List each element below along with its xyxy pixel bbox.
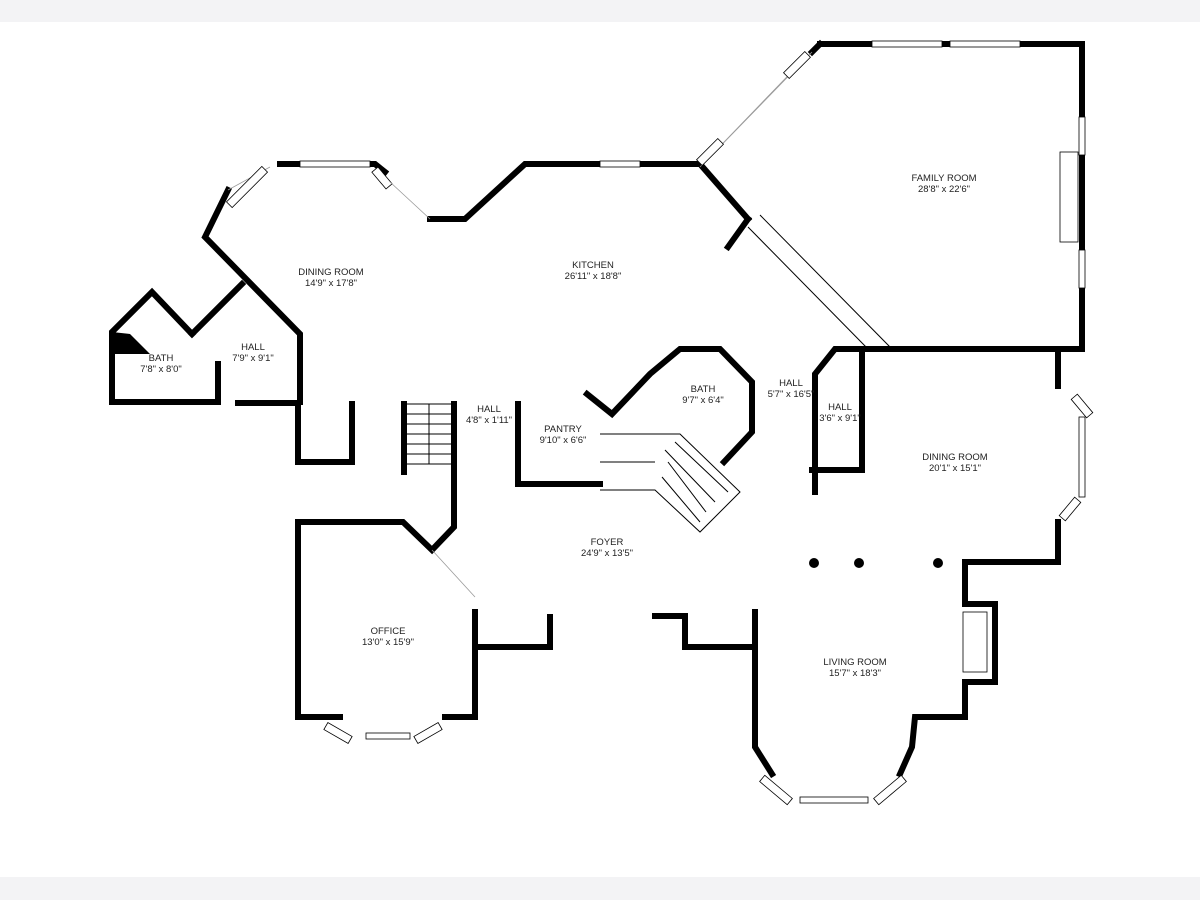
- window: [599, 160, 641, 168]
- office-wall: [442, 609, 478, 720]
- svg-text:DINING ROOM: DINING ROOM: [922, 452, 988, 463]
- living-room-wall-2: [896, 679, 968, 778]
- bath-west-corner: [112, 332, 150, 354]
- hall-east-wall: [809, 346, 865, 495]
- ramp: [759, 214, 891, 348]
- window: [365, 732, 411, 740]
- room-label-bath-center: BATH 9'7" x 6'4": [682, 384, 724, 406]
- window: [962, 611, 988, 673]
- living-room-wall: [752, 644, 777, 779]
- window: [873, 774, 907, 806]
- room-label-bath-west: BATH 7'8" x 8'0": [140, 353, 182, 375]
- window: [323, 721, 353, 745]
- stairs: [403, 214, 891, 533]
- dining-east-wall: [859, 346, 1061, 389]
- room-label-living-room: LIVING ROOM 15'7" x 18'3": [823, 657, 886, 679]
- svg-text:7'9" x 9'1": 7'9" x 9'1": [232, 353, 274, 364]
- window: [1078, 249, 1086, 289]
- columns: [809, 558, 943, 568]
- room-label-office: OFFICE 13'0" x 15'9": [362, 626, 414, 648]
- window: [1070, 393, 1094, 419]
- svg-text:FOYER: FOYER: [591, 537, 624, 548]
- svg-text:DINING ROOM: DINING ROOM: [298, 267, 364, 278]
- svg-text:13'0" x 15'9": 13'0" x 15'9": [362, 637, 414, 648]
- svg-text:BATH: BATH: [691, 384, 716, 395]
- svg-text:9'10" x 6'6": 9'10" x 6'6": [540, 435, 587, 446]
- window: [695, 137, 725, 167]
- window: [759, 774, 793, 806]
- svg-text:14'9" x 17'8": 14'9" x 17'8": [305, 278, 357, 289]
- svg-text:HALL: HALL: [477, 404, 501, 415]
- room-label-dining-room-east: DINING ROOM 20'1" x 15'1": [922, 452, 988, 474]
- svg-text:4'8" x 1'11": 4'8" x 1'11": [466, 415, 512, 426]
- window: [871, 40, 943, 48]
- window: [782, 50, 812, 80]
- svg-text:5'7" x 16'5": 5'7" x 16'5": [768, 389, 815, 400]
- room-label-dining-room-west: DINING ROOM 14'9" x 17'8": [298, 267, 364, 289]
- svg-text:LIVING ROOM: LIVING ROOM: [823, 657, 886, 668]
- bath-west-wall: [109, 287, 221, 405]
- stair-east-wall: [295, 401, 457, 720]
- kitchen-north-wall: [427, 161, 753, 224]
- ramp: [747, 226, 869, 350]
- room-labels: FAMILY ROOM 28'8" x 22'6" KITCHEN 26'11"…: [140, 173, 988, 679]
- room-label-hall-west: HALL 7'9" x 9'1": [232, 342, 274, 364]
- svg-text:HALL: HALL: [779, 378, 803, 389]
- window: [225, 165, 269, 209]
- windows: [225, 40, 1094, 806]
- window: [1078, 116, 1086, 156]
- svg-text:28'8" x 22'6": 28'8" x 22'6": [918, 184, 970, 195]
- dining-east-wall-2: [962, 519, 1061, 685]
- svg-text:BATH: BATH: [149, 353, 174, 364]
- room-label-hall-center: HALL 4'8" x 1'11": [466, 404, 512, 426]
- floor-plan: FAMILY ROOM 28'8" x 22'6" KITCHEN 26'11"…: [109, 39, 1094, 806]
- room-label-hall-east: HALL 5'7" x 16'5": [768, 378, 815, 400]
- svg-text:20'1" x 15'1": 20'1" x 15'1": [929, 463, 981, 474]
- svg-text:FAMILY ROOM: FAMILY ROOM: [911, 173, 976, 184]
- svg-text:OFFICE: OFFICE: [371, 626, 406, 637]
- column: [933, 558, 943, 568]
- dining-west-wall-2: [201, 185, 303, 405]
- svg-text:9'7" x 6'4": 9'7" x 6'4": [682, 395, 724, 406]
- walls: [109, 39, 1085, 779]
- column: [809, 558, 819, 568]
- window: [949, 40, 1021, 48]
- stair-center: [600, 433, 741, 533]
- svg-text:7'8" x 8'0": 7'8" x 8'0": [140, 364, 182, 375]
- window: [413, 721, 443, 745]
- window: [799, 796, 869, 804]
- room-label-kitchen: KITCHEN 26'11" x 18'8": [565, 260, 622, 282]
- pantry-wall: [515, 401, 603, 487]
- foyer-south-wall: [652, 609, 758, 650]
- room-label-foyer: FOYER 24'9" x 13'5": [581, 537, 633, 559]
- room-label-pantry: PANTRY 9'10" x 6'6": [540, 424, 587, 446]
- svg-text:HALL: HALL: [241, 342, 265, 353]
- pantry-wall-2: [582, 346, 755, 467]
- fireplace: [1059, 151, 1079, 243]
- room-label-hall-small: HALL 3'6" x 9'1": [819, 402, 861, 424]
- room-label-family-room: FAMILY ROOM 28'8" x 22'6": [911, 173, 976, 195]
- door-opening: [389, 181, 431, 220]
- kitchen-peninsula: [723, 214, 753, 252]
- floor-plan-canvas: FAMILY ROOM 28'8" x 22'6" KITCHEN 26'11"…: [0, 22, 1200, 877]
- svg-text:HALL: HALL: [828, 402, 852, 413]
- svg-text:26'11" x 18'8": 26'11" x 18'8": [565, 271, 622, 282]
- door-opening: [431, 549, 476, 598]
- hall-west-closet: [295, 401, 355, 465]
- svg-text:KITCHEN: KITCHEN: [572, 260, 614, 271]
- dining-west-wall-3: [187, 279, 247, 339]
- svg-text:24'9" x 13'5": 24'9" x 13'5": [581, 548, 633, 559]
- window: [1058, 496, 1082, 522]
- family-room-wall: [817, 41, 1085, 352]
- svg-text:3'6" x 9'1": 3'6" x 9'1": [819, 413, 861, 424]
- svg-text:PANTRY: PANTRY: [544, 424, 582, 435]
- window: [1078, 416, 1086, 498]
- svg-text:15'7" x 18'3": 15'7" x 18'3": [829, 668, 881, 679]
- window: [299, 160, 371, 168]
- window: [371, 166, 393, 190]
- column: [854, 558, 864, 568]
- family-room-wall-west: [807, 39, 825, 57]
